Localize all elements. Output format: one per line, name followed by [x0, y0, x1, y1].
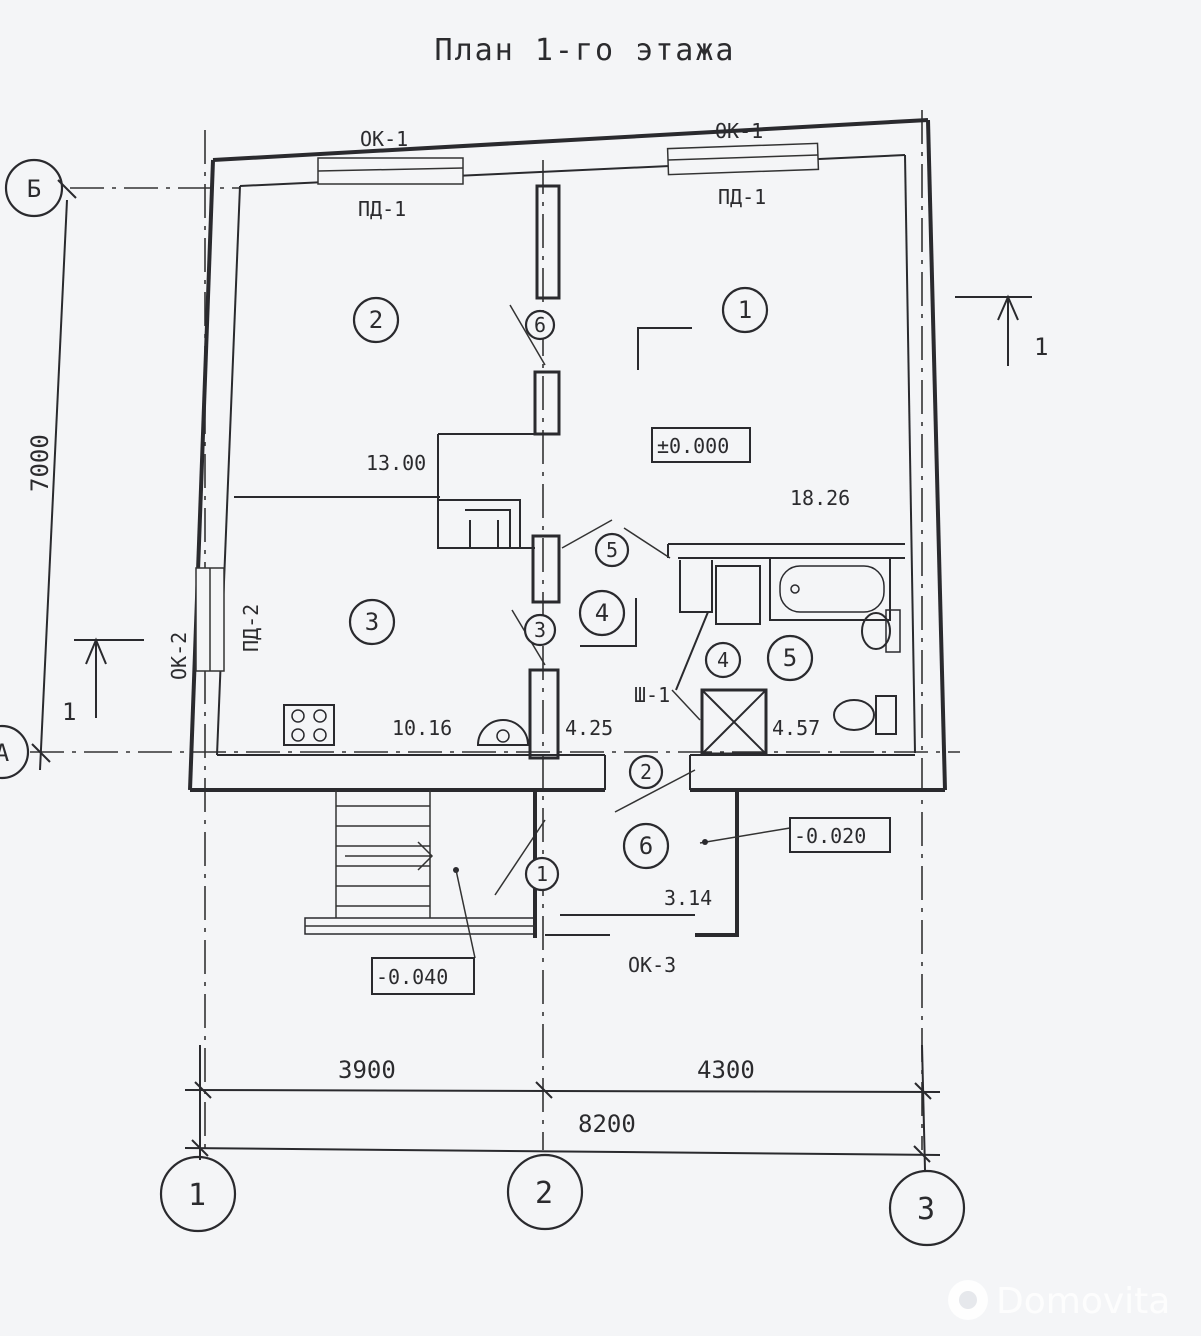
axis-1-bubble: 1 [159, 1155, 237, 1233]
door-6-number: 6 [524, 309, 556, 341]
sink-cabinet [715, 565, 761, 625]
dimension-8200: 8200 [578, 1110, 636, 1138]
label-ok2: ОК-2 [167, 632, 191, 680]
svg-text:6: 6 [639, 832, 653, 860]
svg-text:1: 1 [738, 296, 752, 324]
dimension-vertical: 7000 [26, 179, 77, 771]
door-3-number: 3 [523, 613, 557, 647]
label-pd1-right: ПД-1 [718, 185, 766, 209]
boiler [476, 719, 530, 746]
level-porch-text: -0.040 [376, 965, 448, 989]
svg-text:7000: 7000 [26, 434, 54, 492]
room-1-area: 18.26 [790, 486, 850, 510]
axis-2-bubble: 2 [506, 1153, 584, 1231]
window-ok1-left [317, 157, 464, 185]
exterior-walls [188, 118, 947, 792]
svg-text:6: 6 [534, 313, 546, 337]
svg-text:4: 4 [717, 648, 729, 672]
svg-text:А: А [0, 739, 10, 767]
svg-text:2: 2 [369, 306, 383, 334]
label-ok3: ОК-3 [628, 953, 676, 977]
door-1-number: 1 [524, 856, 560, 892]
door-4-number: 4 [704, 641, 742, 679]
room-3-area: 10.16 [392, 716, 452, 740]
svg-text:5: 5 [606, 538, 618, 562]
dimension-spans: 3900 4300 [184, 1044, 941, 1171]
svg-text:1: 1 [536, 862, 548, 886]
room-5-number: 5 [766, 634, 814, 682]
domovita-watermark: Domovita [948, 1280, 1170, 1322]
plan-title: План 1-го этажа [435, 33, 736, 68]
stove [283, 704, 335, 746]
level-entry: -0.020 [789, 817, 891, 853]
bathtub [769, 557, 891, 621]
axis-3-bubble: 3 [888, 1169, 966, 1247]
toilet [833, 695, 897, 735]
door-5-number: 5 [594, 532, 630, 568]
label-pd1-left: ПД-1 [358, 197, 406, 221]
svg-text:5: 5 [783, 644, 797, 672]
room-1-number: 1 [721, 286, 769, 334]
svg-text:3: 3 [917, 1192, 937, 1227]
level-main-text: ±0.000 [657, 434, 729, 458]
section-mark-left: 1 [62, 637, 144, 726]
level-porch: -0.040 [371, 957, 475, 995]
watermark-text: Domovita [996, 1281, 1170, 1322]
axis-b-bubble: Б [4, 158, 64, 218]
section-mark-right: 1 [955, 294, 1048, 366]
window-ok2 [195, 567, 225, 672]
room-3-number: 3 [348, 598, 396, 646]
svg-text:4: 4 [595, 599, 609, 627]
dimension-total: 8200 [184, 1110, 941, 1163]
dimension-4300: 4300 [697, 1056, 755, 1084]
level-entry-text: -0.020 [794, 824, 866, 848]
room-4-number: 4 [578, 589, 626, 637]
room-6-number: 6 [622, 822, 670, 870]
room-5-area: 4.57 [772, 716, 820, 740]
svg-text:3: 3 [534, 618, 546, 642]
svg-text:1: 1 [1034, 333, 1048, 361]
label-ok1-right: ОК-1 [715, 119, 763, 143]
dimension-3900: 3900 [338, 1056, 396, 1084]
stair [335, 790, 476, 959]
svg-text:1: 1 [188, 1178, 208, 1213]
room-2-number: 2 [352, 296, 400, 344]
grid-axes [30, 110, 960, 1150]
level-main: ±0.000 [651, 427, 751, 463]
svg-text:2: 2 [640, 760, 652, 784]
svg-text:Б: Б [27, 175, 41, 203]
window-ok1-right [666, 142, 820, 176]
interior-partitions [234, 184, 905, 760]
svg-text:2: 2 [535, 1176, 555, 1211]
label-sh1: Ш-1 [634, 683, 670, 707]
svg-text:1: 1 [62, 698, 76, 726]
room-6-area: 3.14 [664, 886, 712, 910]
svg-text:3: 3 [365, 608, 379, 636]
room-4-area: 4.25 [565, 716, 613, 740]
label-ok1-left: ОК-1 [360, 127, 408, 151]
axis-a-bubble: А [0, 724, 30, 780]
label-pd2: ПД-2 [239, 604, 263, 652]
door-2-number: 2 [628, 754, 664, 790]
room-2-area: 13.00 [366, 451, 426, 475]
washbasin [861, 609, 901, 653]
